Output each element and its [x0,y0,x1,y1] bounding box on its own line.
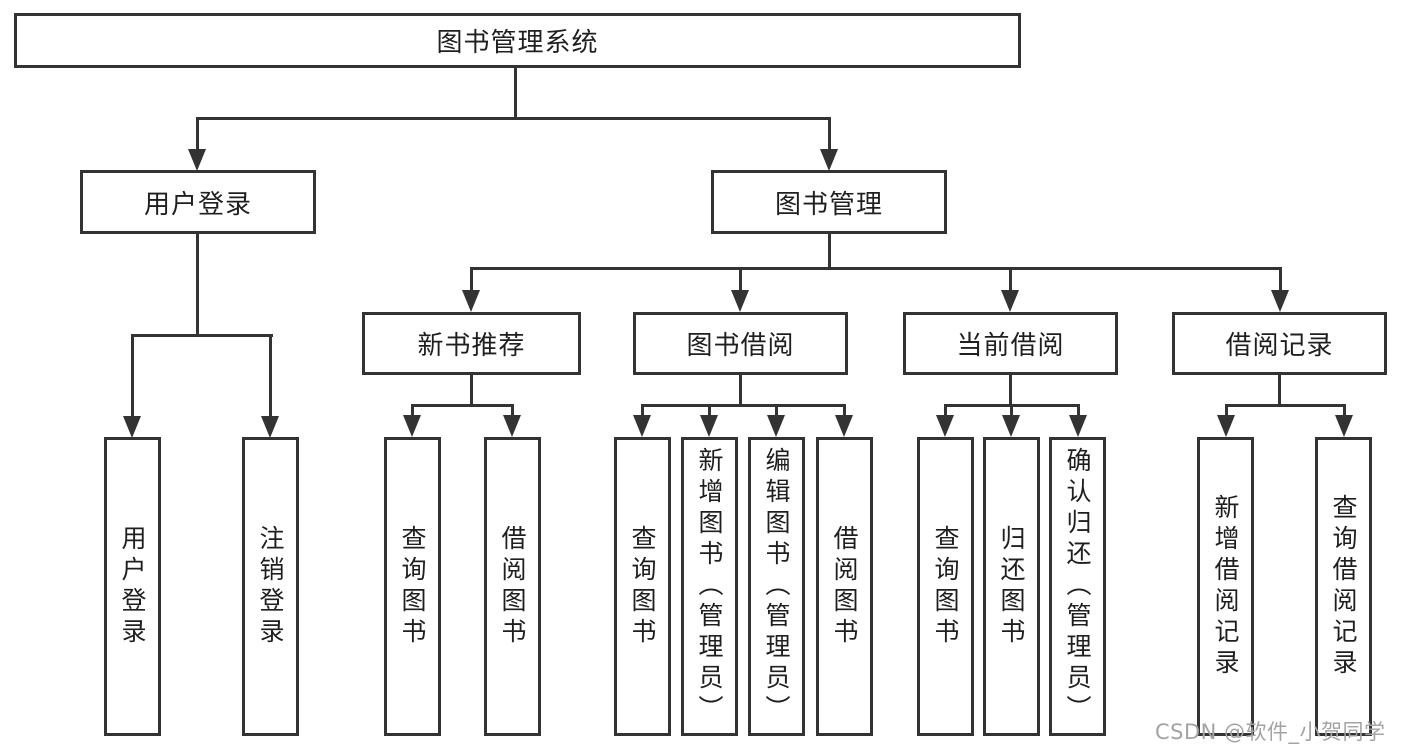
leaf-query-book-current: 查询图书 [917,437,974,736]
leaf-user-login: 用户登录 [104,437,161,736]
connector-drop [739,267,742,292]
connector-drop [828,117,831,150]
leaf-borrow-book: 借阅图书 [816,437,873,736]
leaf-confirm-return-admin: 确认归还（管理员） [1049,437,1106,736]
connector-drop [196,117,199,150]
connector-drop [1225,404,1228,418]
watermark: CSDN @软件_小贺同学 [1155,720,1386,744]
connector-user-login-rail [131,334,273,337]
connector-borrowrecord-stem [1278,375,1281,407]
leaf-add-book-admin: 新增图书（管理员） [681,437,738,736]
connector-drop [1279,267,1282,292]
leaf-return-book: 归还图书 [983,437,1040,736]
connector-root-stem [514,68,517,118]
connector-book-mgmt-stem [828,234,831,270]
leaf-logout: 注销登录 [242,437,299,736]
connector-book-mgmt-rail [470,267,1282,270]
connector-newbook-stem [470,375,473,407]
arrow-down-icon [1335,415,1353,437]
arrow-down-icon [820,149,838,171]
node-borrow-record: 借阅记录 [1172,312,1387,375]
connector-borrowrecord-rail [1225,404,1346,407]
arrow-down-icon [633,415,651,437]
leaf-query-book-recommend: 查询图书 [384,437,441,736]
arrow-down-icon [1271,290,1289,312]
arrow-down-icon [188,149,206,171]
connector-drop [411,404,414,418]
node-root: 图书管理系统 [14,13,1021,68]
node-user-login: 用户登录 [80,170,316,234]
connector-drop [1009,267,1012,292]
connector-drop [131,334,134,418]
connector-drop [1010,404,1013,418]
node-book-borrow: 图书借阅 [633,312,848,375]
leaf-query-borrow-record: 查询借阅记录 [1315,437,1372,736]
leaf-query-book-borrow: 查询图书 [614,437,671,736]
connector-drop [843,404,846,418]
arrow-down-icon [731,290,749,312]
connector-drop [641,404,644,418]
arrow-down-icon [700,415,718,437]
arrow-down-icon [403,415,421,437]
arrow-down-icon [503,415,521,437]
arrow-down-icon [1002,415,1020,437]
connector-drop [1077,404,1080,418]
arrow-down-icon [936,415,954,437]
node-new-book-recommend: 新书推荐 [362,312,581,375]
connector-drop [470,267,473,292]
arrow-down-icon [1001,290,1019,312]
connector-drop [1343,404,1346,418]
arrow-down-icon [767,415,785,437]
node-book-management: 图书管理 [711,170,947,234]
connector-bookborrow-rail [641,404,846,407]
arrow-down-icon [835,415,853,437]
connector-newbook-rail [411,404,514,407]
arrow-down-icon [1069,415,1087,437]
node-current-borrow: 当前借阅 [903,312,1118,375]
leaf-add-borrow-record: 新增借阅记录 [1197,437,1254,736]
connector-currentborrow-stem [1009,375,1012,407]
connector-drop [944,404,947,418]
arrow-down-icon [462,290,480,312]
arrow-down-icon [1217,415,1235,437]
connector-drop [269,334,272,418]
connector-root-rail [196,117,831,120]
arrow-down-icon [261,416,279,438]
arrow-down-icon [123,416,141,438]
leaf-borrow-book-recommend: 借阅图书 [484,437,541,736]
connector-user-login-stem [196,234,199,336]
connector-drop [708,404,711,418]
leaf-edit-book-admin: 编辑图书（管理员） [748,437,805,736]
connector-drop [775,404,778,418]
connector-drop [511,404,514,418]
connector-bookborrow-stem [739,375,742,407]
